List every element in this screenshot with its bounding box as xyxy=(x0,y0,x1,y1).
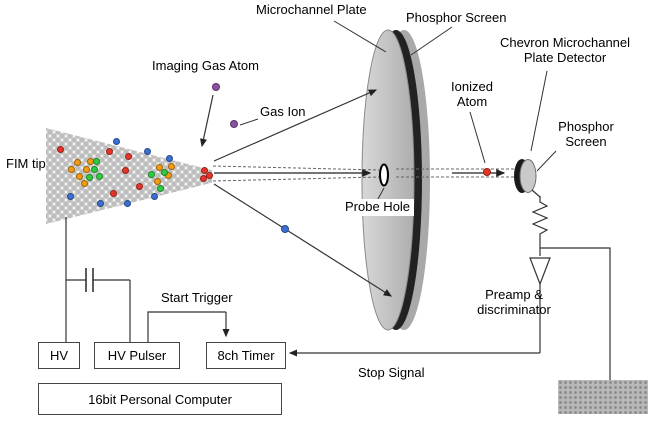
label-phosphor-screen-top: Phosphor Screen xyxy=(406,10,507,25)
label-pointer-lines xyxy=(239,20,557,200)
label-probe-hole: Probe Hole xyxy=(341,199,415,216)
beam-axis xyxy=(212,165,514,182)
atom-purple xyxy=(230,120,238,128)
atom-blue xyxy=(123,199,131,207)
atom-green xyxy=(90,165,98,173)
chevron-detector-disk xyxy=(514,159,537,193)
atom-green xyxy=(147,170,155,178)
label-microchannel-plate: Microchannel Plate xyxy=(256,2,367,17)
ion-trajectory-arrows xyxy=(199,89,393,297)
atom-blue xyxy=(150,192,158,200)
hatched-block xyxy=(558,380,648,414)
atom-red xyxy=(124,152,132,160)
label-imaging-gas-atom: Imaging Gas Atom xyxy=(152,58,259,73)
atom-red xyxy=(121,166,129,174)
atom-orange xyxy=(153,177,161,185)
resistor xyxy=(531,196,549,256)
atom-green xyxy=(156,184,164,192)
probe-hole-ellipse xyxy=(379,163,389,187)
microchannel-plate-disk xyxy=(361,29,430,331)
atom-blue xyxy=(281,225,289,233)
atom-red xyxy=(199,174,207,182)
atom-red xyxy=(205,171,213,179)
label-gas-ion: Gas Ion xyxy=(260,104,306,119)
timer-box: 8ch Timer xyxy=(206,342,286,369)
atom-blue xyxy=(143,147,151,155)
circuit-wires xyxy=(65,189,611,380)
label-ionized-atom: Ionized Atom xyxy=(451,79,493,109)
atom-blue xyxy=(66,192,74,200)
atom-purple xyxy=(212,83,220,91)
atom-orange xyxy=(67,165,75,173)
atom-orange xyxy=(73,158,81,166)
atom-red xyxy=(135,182,143,190)
computer-box: 16bit Personal Computer xyxy=(38,383,282,415)
atom-orange xyxy=(75,172,83,180)
atom-orange xyxy=(167,162,175,170)
preamp-triangle xyxy=(529,257,551,286)
atom-green xyxy=(92,157,100,165)
atom-blue xyxy=(96,199,104,207)
atom-blue xyxy=(112,137,120,145)
atom-red xyxy=(56,145,64,153)
label-preamp: Preamp & discriminator xyxy=(477,287,551,317)
atom-red xyxy=(105,147,113,155)
label-stop-signal: Stop Signal xyxy=(358,365,425,380)
atom-orange xyxy=(155,163,163,171)
imaging-gas-arrow xyxy=(199,94,214,148)
label-chevron-detector: Chevron Microchannel Plate Detector xyxy=(499,35,631,65)
hv-pulser-box: HV Pulser xyxy=(94,342,180,369)
atom-red xyxy=(200,166,208,174)
atom-orange xyxy=(80,179,88,187)
label-start-trigger: Start Trigger xyxy=(161,290,233,305)
label-phosphor-screen-right: Phosphor Screen xyxy=(558,119,614,149)
atom-blue xyxy=(165,154,173,162)
atom-green xyxy=(160,168,168,176)
atom-orange xyxy=(82,165,90,173)
atom-green xyxy=(95,172,103,180)
atom-red xyxy=(109,189,117,197)
hv-box: HV xyxy=(38,342,80,369)
atom-green xyxy=(85,173,93,181)
label-fim-tip: FIM tip xyxy=(6,156,46,171)
atom-red_ion xyxy=(483,168,491,176)
